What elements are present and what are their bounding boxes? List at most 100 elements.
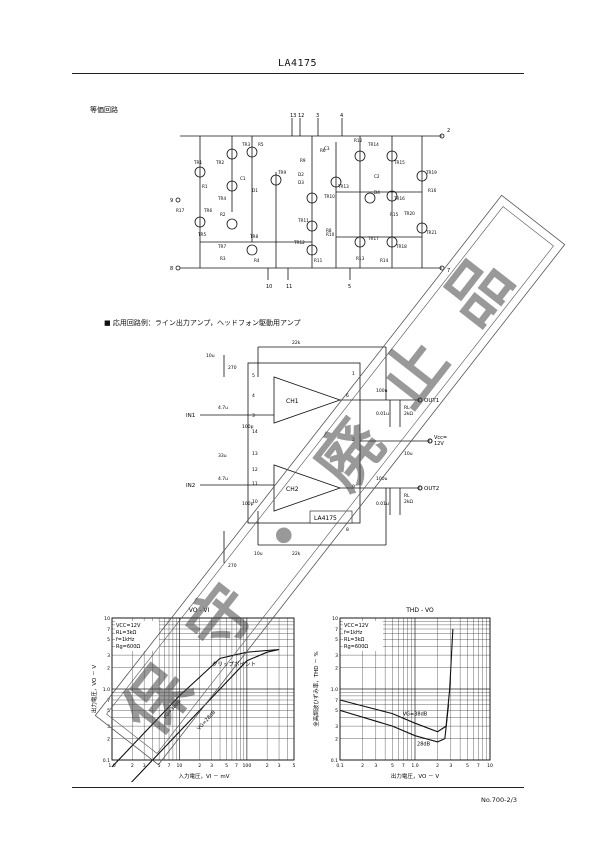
svg-text:100u: 100u [376, 388, 388, 394]
y-tick-label: 2 [107, 736, 110, 742]
y-tick-label: 10 [104, 616, 110, 622]
svg-text:2kΩ: 2kΩ [404, 411, 413, 417]
vcc-value: 12V [434, 441, 444, 447]
y-tick-label: 2 [335, 665, 338, 671]
pin-label: 4 [340, 113, 343, 119]
svg-text:TR14: TR14 [367, 142, 379, 147]
x-tick-label: 0.1 [336, 763, 343, 769]
out1-label: OUT1 [424, 398, 439, 404]
svg-text:22k: 22k [292, 340, 301, 346]
y-tick-label: 1.0 [331, 687, 338, 693]
plot-frame [111, 617, 295, 761]
svg-text:TR11: TR11 [297, 218, 309, 223]
svg-text:11: 11 [252, 481, 258, 487]
x-axis-label: 出力電圧，VO － V [391, 772, 439, 780]
svg-text:C3: C3 [324, 146, 330, 151]
application-circuit-title: ■ 応用回路例：ライン出力アンプ，ヘッドフォン駆動用アンプ [104, 319, 301, 327]
component-labels: TR1 TR2 TR3 TR4 TR5 TR6 TR7 TR8 TR9 TR10… [176, 138, 437, 263]
svg-text:R14: R14 [380, 258, 389, 263]
page-header-title: LA4175 [277, 58, 318, 69]
page-number: No.700-2/3 [480, 796, 517, 804]
watermark-text: 保守・廃止品 [110, 212, 552, 749]
pin-label: 3 [316, 113, 319, 119]
svg-text:0.01u: 0.01u [376, 501, 389, 507]
pin-label: 10 [266, 284, 272, 290]
x-tick-label: 2 [131, 763, 134, 769]
svg-text:4: 4 [252, 393, 255, 399]
svg-text:R17: R17 [176, 208, 185, 213]
svg-text:TR3: TR3 [241, 142, 250, 147]
svg-text:TR20: TR20 [403, 211, 415, 216]
svg-text:TR21: TR21 [425, 230, 437, 235]
svg-text:TR16: TR16 [393, 196, 405, 201]
pin-label: 2 [447, 128, 450, 134]
svg-text:10u: 10u [404, 451, 413, 457]
x-tick-label: 5 [391, 763, 394, 769]
svg-text:10u: 10u [206, 353, 215, 359]
equivalent-circuit-title: 等価回路 [90, 106, 118, 114]
y-tick-label: 3 [107, 653, 110, 659]
svg-text:2kΩ: 2kΩ [404, 499, 413, 505]
y-axis-label: 全高調波ひずみ率，THD － % [312, 651, 320, 726]
footer-rule [72, 787, 524, 788]
in1-label: IN1 [186, 413, 195, 419]
svg-text:TR1: TR1 [193, 160, 202, 165]
svg-text:TR5: TR5 [197, 232, 206, 237]
condition-bg [115, 621, 159, 651]
svg-text:R2: R2 [220, 212, 226, 217]
series-line [339, 704, 450, 743]
svg-text:2: 2 [352, 437, 355, 443]
ch2-label: CH2 [286, 486, 299, 493]
svg-text:R11: R11 [314, 258, 323, 263]
svg-text:3: 3 [252, 413, 255, 419]
svg-text:RL: RL [404, 405, 410, 411]
svg-text:TR9: TR9 [277, 170, 286, 175]
y-tick-label: 0.1 [331, 758, 338, 764]
svg-text:TR19: TR19 [425, 170, 437, 175]
condition-line: RL=3kΩ [344, 637, 365, 643]
pin-label: 11 [286, 284, 292, 290]
svg-text:0.01u: 0.01u [376, 411, 389, 417]
condition-bg [343, 621, 383, 651]
pin-label: 12 [298, 113, 304, 119]
vcc-label: Vcc= [434, 435, 447, 441]
svg-text:R12: R12 [354, 138, 363, 143]
chart-title: VO - VI [189, 607, 210, 614]
svg-text:10u: 10u [254, 551, 263, 557]
condition-line: f=1kHz [344, 630, 363, 636]
svg-text:6: 6 [346, 393, 349, 399]
svg-text:TR18: TR18 [395, 244, 407, 249]
svg-text:D4: D4 [374, 190, 380, 195]
out2-label: OUT2 [424, 486, 439, 492]
svg-text:R3: R3 [220, 256, 226, 261]
svg-text:TR7: TR7 [217, 244, 226, 249]
x-tick-label: 2 [361, 763, 364, 769]
svg-text:13: 13 [252, 451, 258, 457]
svg-text:9: 9 [352, 484, 355, 490]
svg-text:R5: R5 [258, 142, 264, 147]
svg-text:R10: R10 [326, 232, 335, 237]
svg-text:R1: R1 [202, 184, 208, 189]
clip-point-annotation: クリップポイント [212, 661, 256, 668]
ic-label: LA4175 [314, 515, 337, 522]
y-tick-label: 3 [335, 653, 338, 659]
svg-text:100p: 100p [242, 501, 254, 507]
pin-label: 7 [447, 268, 450, 274]
svg-text:C2: C2 [374, 174, 380, 179]
x-tick-label: 1.0 [108, 763, 115, 769]
y-tick-label: 0.1 [103, 758, 110, 764]
svg-text:270: 270 [228, 563, 237, 569]
condition-line: RL=3kΩ [116, 630, 137, 636]
plot-frame [339, 617, 491, 761]
svg-text:TR12: TR12 [293, 240, 305, 245]
condition-line: VCC=12V [116, 623, 141, 629]
x-tick-label: 2 [266, 763, 269, 769]
x-tick-label: 5 [225, 763, 228, 769]
svg-text:100p: 100p [242, 424, 254, 430]
svg-text:R4: R4 [254, 258, 260, 263]
y-tick-label: 1.0 [103, 687, 110, 693]
x-tick-label: 7 [235, 763, 238, 769]
